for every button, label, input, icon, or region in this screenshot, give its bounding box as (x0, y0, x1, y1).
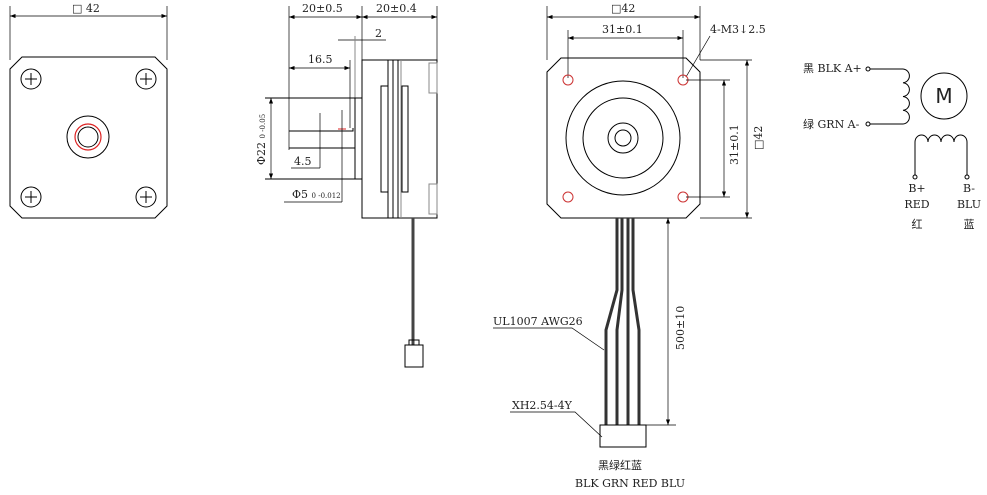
flange-diameter-dim: Φ22 0 -0.05 (255, 114, 268, 165)
cable-bundle (604, 218, 641, 425)
screw-icon (20, 68, 157, 208)
flange-thickness-dim: 2 (375, 27, 382, 40)
motor-label: M (935, 84, 952, 108)
coil-b-icon (914, 134, 968, 175)
connector (404, 344, 424, 368)
hole-spacing-v: 31±0.1 (728, 124, 741, 165)
front-size-top: □42 (611, 2, 635, 15)
front-view: □42 31±0.1 4-M3↓2.5 □42 31±0.1 500±10 UL… (493, 2, 766, 490)
body-length-dim: 20±0.4 (376, 2, 417, 15)
flat-length-dim: 4.5 (294, 155, 312, 168)
motor-symbol (920, 72, 968, 120)
red-label: RED (904, 198, 929, 211)
mounting-hole-icon (562, 74, 689, 203)
b-plus-label: B+ (908, 182, 925, 195)
blu-label: BLU (957, 198, 981, 211)
left-view: □ 42 (9, 2, 168, 219)
wiring-schematic: 黑 BLK A+ 绿 GRN A- M B+ B- RED BLU 红 蓝 (803, 62, 981, 231)
wire-colors-en: BLK GRN RED BLU (575, 477, 685, 490)
front-size-right: □42 (752, 126, 765, 150)
shaft-length-dim: 16.5 (308, 53, 333, 66)
a-minus-label: 绿 GRN A- (803, 117, 860, 131)
cable-length-dim: 500±10 (674, 306, 687, 350)
left-size-label: □ 42 (72, 2, 100, 15)
hole-callout: 4-M3↓2.5 (710, 23, 766, 36)
xh-connector (599, 424, 647, 448)
shaft (74, 123, 102, 151)
side-view: 20±0.5 20±0.4 2 16.5 Φ22 0 -0.05 4.5 Φ5 … (255, 2, 438, 368)
boss (66, 115, 110, 159)
wire-spec-label: UL1007 AWG26 (493, 315, 583, 328)
wire-colors-cn: 黑绿红蓝 (598, 458, 642, 472)
blu-cn-label: 蓝 (964, 218, 975, 231)
coil-a-icon (902, 68, 910, 125)
a-plus-label: 黑 BLK A+ (803, 62, 862, 75)
connector-label: XH2.54-4Y (512, 399, 573, 412)
red-cn-label: 红 (912, 218, 923, 231)
b-minus-label: B- (963, 182, 975, 195)
hole-spacing-h: 31±0.1 (602, 23, 643, 36)
front-length-dim: 20±0.5 (302, 2, 343, 15)
shaft-diameter-dim: Φ5 0 -0.012 (292, 188, 341, 201)
